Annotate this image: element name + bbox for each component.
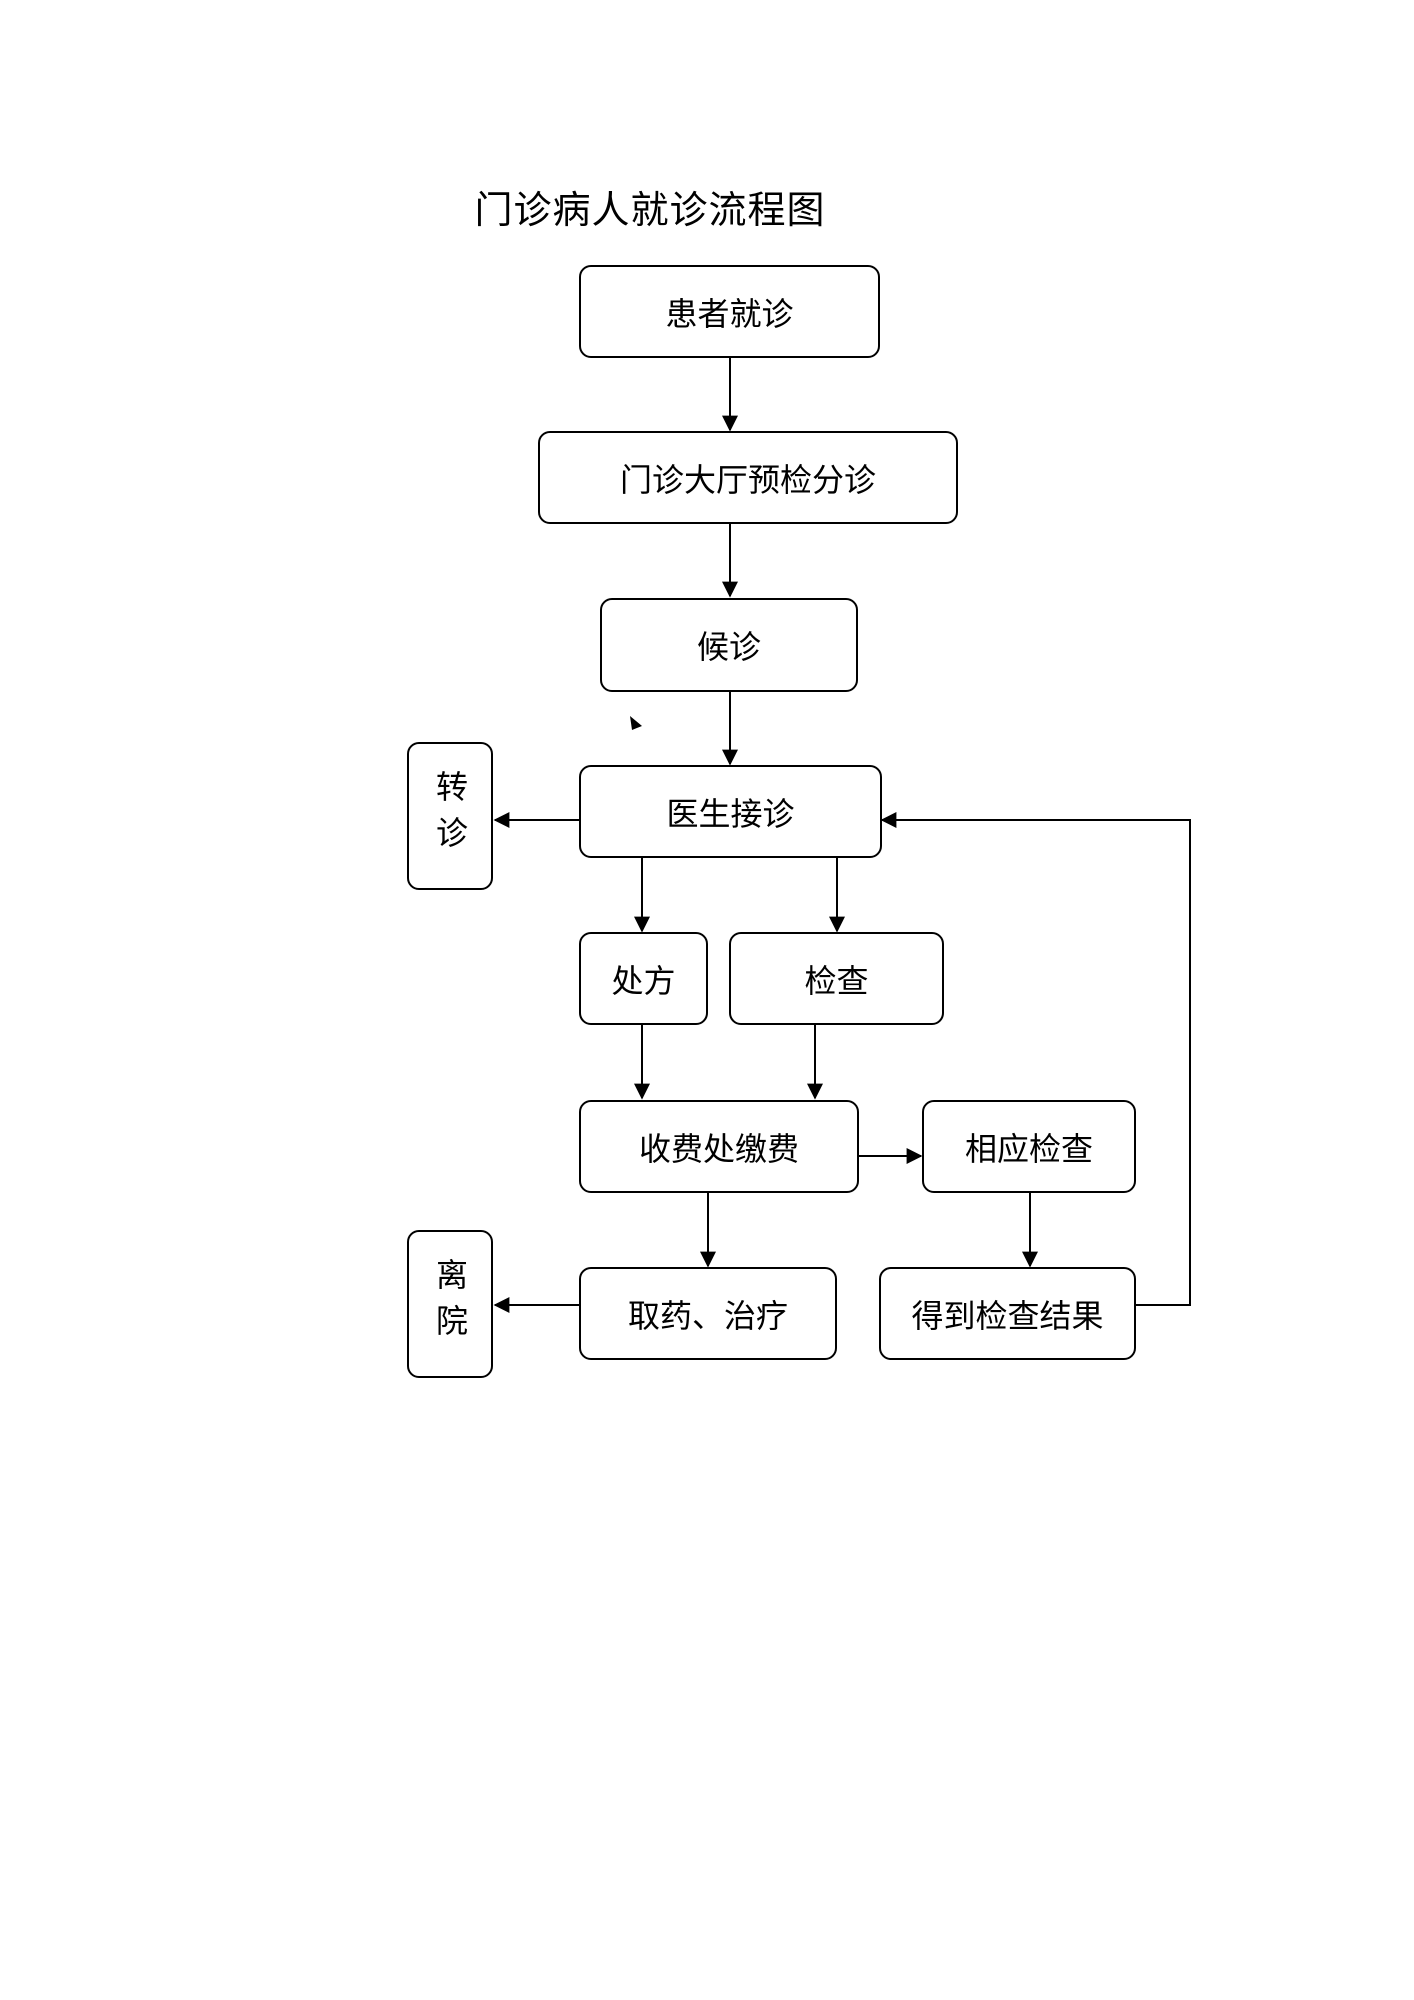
node-get-medicine: 取药、治疗 [579, 1267, 837, 1360]
node-related-exam: 相应检查 [922, 1100, 1136, 1193]
node-prescription: 处方 [579, 932, 708, 1025]
node-triage: 门诊大厅预检分诊 [538, 431, 958, 524]
arrow-result-to-doctor [880, 812, 1191, 1306]
node-discharge: 离院 [407, 1230, 493, 1378]
node-patient-visit: 患者就诊 [579, 265, 880, 358]
diagram-title: 门诊病人就诊流程图 [474, 188, 826, 232]
stray-arrowhead-mark [630, 716, 642, 730]
node-payment: 收费处缴费 [579, 1100, 859, 1193]
node-exam-result: 得到检查结果 [879, 1267, 1136, 1360]
node-waiting: 候诊 [600, 598, 858, 692]
node-examination: 检查 [729, 932, 944, 1025]
node-referral: 转诊 [407, 742, 493, 890]
node-doctor-consult: 医生接诊 [579, 765, 882, 858]
